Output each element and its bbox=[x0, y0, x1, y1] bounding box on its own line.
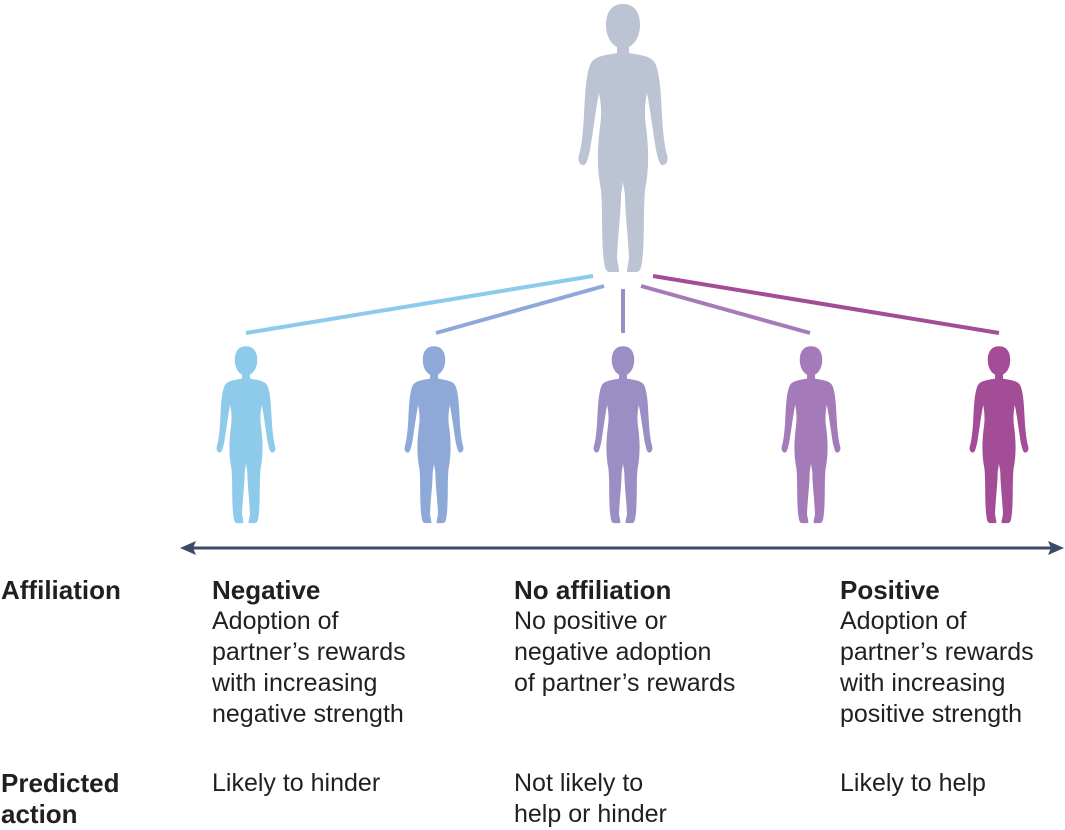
positive-desc-line: Adoption of bbox=[840, 607, 967, 635]
positive-affiliation-column: Positive Adoption of partner’s rewards w… bbox=[840, 575, 1034, 730]
person-silhouette-icon bbox=[593, 346, 653, 524]
predicted-action-label-line1: Predicted bbox=[1, 768, 120, 798]
connector-line bbox=[652, 274, 1000, 335]
no-affiliation-column: No affiliation No positive or negative a… bbox=[514, 575, 735, 699]
connector-line bbox=[640, 284, 811, 335]
no-affiliation-action-line: help or hinder bbox=[514, 800, 667, 828]
affiliation-diagram bbox=[180, 4, 1064, 555]
no-affiliation-action: Not likely to help or hinder bbox=[514, 768, 667, 830]
connector-line bbox=[245, 274, 594, 335]
positive-desc-line: partner’s rewards bbox=[840, 638, 1034, 666]
predicted-action-label-line2: action bbox=[1, 799, 78, 829]
positive-desc-line: positive strength bbox=[840, 700, 1023, 728]
double-headed-arrow-icon bbox=[180, 541, 1064, 555]
predicted-action-row-label: Predicted action bbox=[1, 768, 120, 830]
no-affiliation-action-line: Not likely to bbox=[514, 769, 644, 797]
connector-line bbox=[435, 284, 605, 335]
person-silhouette-icon bbox=[216, 346, 276, 524]
negative-action: Likely to hinder bbox=[212, 768, 380, 799]
negative-desc-line: Adoption of bbox=[212, 607, 339, 635]
no-affiliation-title: No affiliation bbox=[514, 575, 672, 605]
positive-action-line: Likely to help bbox=[840, 769, 986, 797]
person-silhouette-icon bbox=[578, 4, 668, 272]
no-affiliation-desc-line: negative adoption bbox=[514, 638, 712, 666]
no-affiliation-desc-line: No positive or bbox=[514, 607, 667, 635]
negative-desc-line: partner’s rewards bbox=[212, 638, 406, 666]
negative-action-line: Likely to hinder bbox=[212, 769, 381, 797]
affiliation-row-label: Affiliation bbox=[1, 575, 121, 606]
positive-desc-line: with increasing bbox=[840, 669, 1006, 697]
affiliation-label: Affiliation bbox=[1, 575, 121, 605]
negative-desc-line: negative strength bbox=[212, 700, 404, 728]
person-silhouette-icon bbox=[969, 346, 1029, 524]
no-affiliation-desc-line: of partner’s rewards bbox=[514, 669, 736, 697]
negative-desc-line: with increasing bbox=[212, 669, 378, 697]
negative-affiliation-column: Negative Adoption of partner’s rewards w… bbox=[212, 575, 406, 730]
person-silhouette-icon bbox=[781, 346, 841, 524]
negative-title: Negative bbox=[212, 575, 321, 605]
person-silhouette-icon bbox=[404, 346, 464, 524]
positive-title: Positive bbox=[840, 575, 940, 605]
positive-action: Likely to help bbox=[840, 768, 986, 799]
